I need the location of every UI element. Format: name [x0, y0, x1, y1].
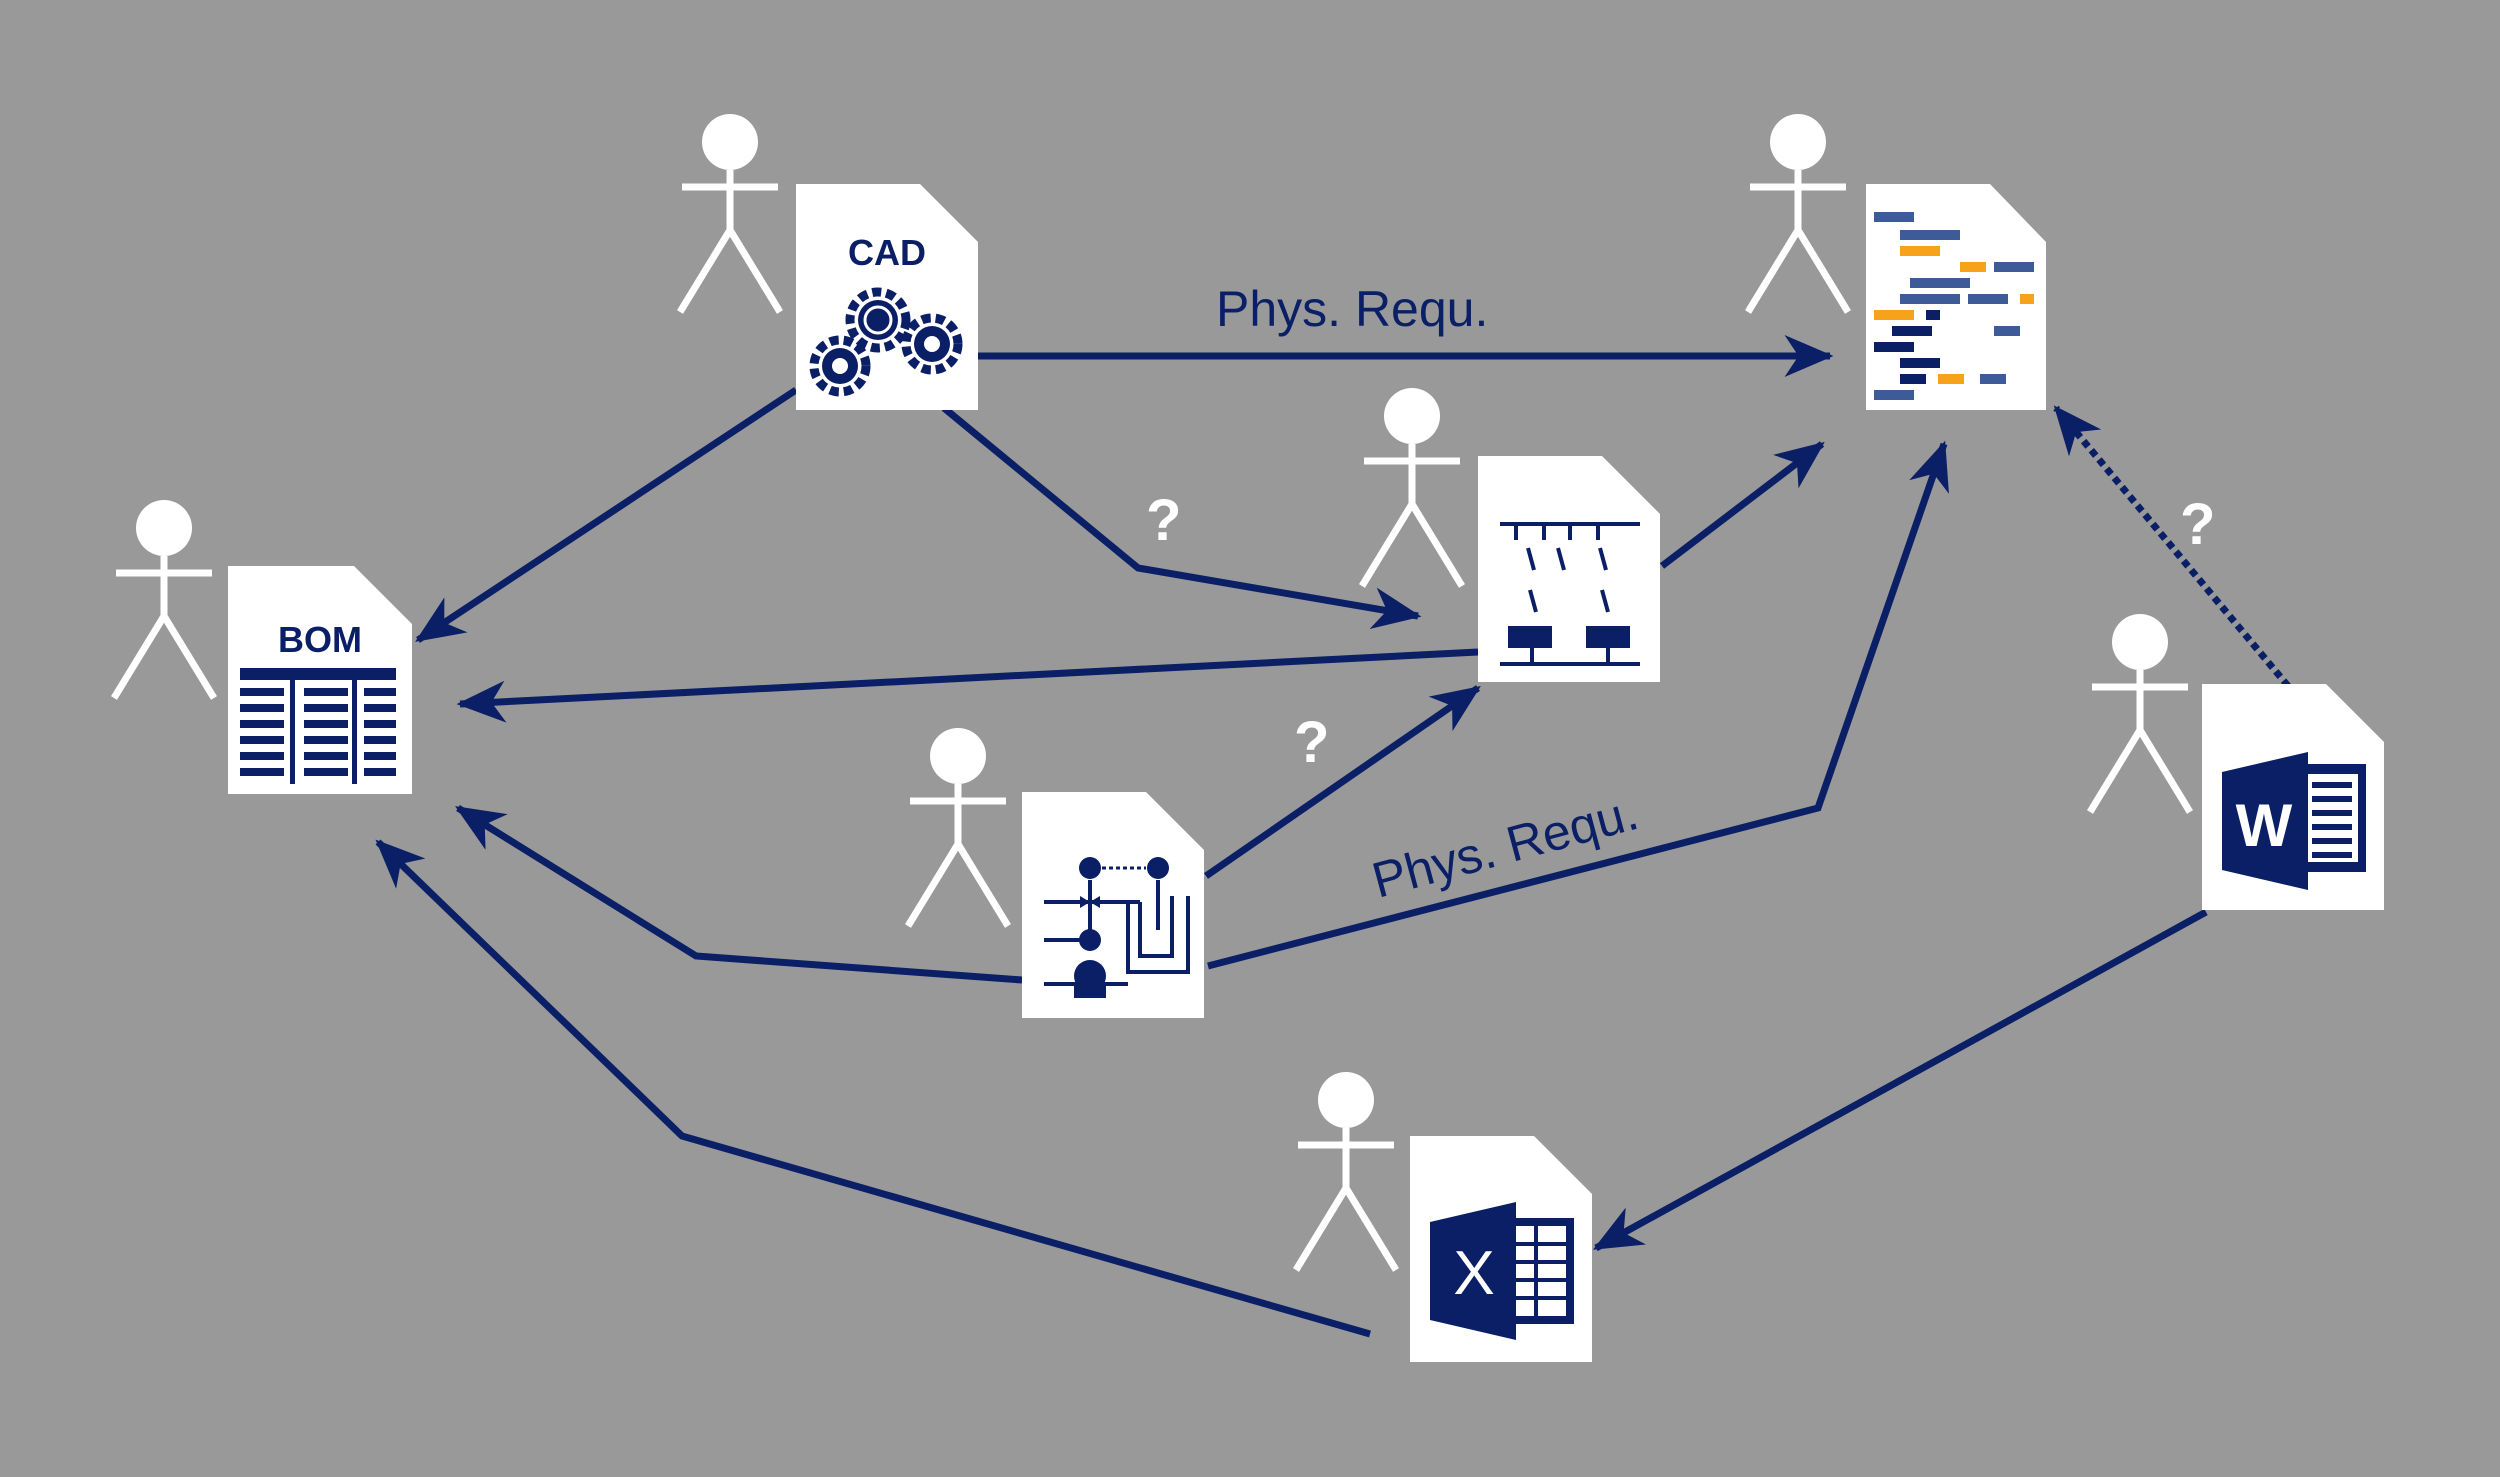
edge-label-process-electrical: ?: [1294, 710, 1329, 775]
excel-letter: X: [1453, 1239, 1494, 1308]
edge-cad-to-bom: [415, 387, 798, 643]
edge-process-to-electrical: [1204, 685, 1481, 879]
edge-word-to-requirements: [2053, 405, 2291, 689]
edge-word-to-excel: [1592, 908, 2208, 1252]
gears-icon: [809, 287, 963, 397]
requirements-document[interactable]: [1866, 184, 2046, 410]
edge-cad-to-electrical: [941, 405, 1422, 630]
word-letter: W: [2236, 792, 2293, 859]
person-icon-word: [2090, 614, 2190, 812]
edge-process-to-bom: [455, 805, 1023, 984]
person-icon-excel: [1296, 1072, 1396, 1270]
word-icon: W: [2222, 752, 2366, 890]
edge-electrical-to-bom: [456, 648, 1479, 723]
person-icon-process: [908, 728, 1008, 926]
person-icon-requirements: [1748, 114, 1848, 312]
person-icon-electrical: [1362, 388, 1462, 586]
cad-label: CAD: [848, 232, 926, 273]
edge-excel-to-bom: [375, 839, 1371, 1338]
edge-label-cad-requirements: Phys. Requ.: [1216, 281, 1488, 337]
excel-document[interactable]: X: [1410, 1136, 1592, 1362]
process-document[interactable]: [1022, 792, 1204, 1018]
bom-document[interactable]: BOM: [228, 566, 412, 794]
excel-icon: X: [1430, 1202, 1574, 1340]
edge-label-word-requirements: ?: [2180, 492, 2215, 557]
electrical-document[interactable]: [1478, 456, 1660, 682]
edge-label-cad-electrical: ?: [1146, 488, 1181, 553]
word-document[interactable]: W: [2202, 684, 2384, 910]
table-icon: [240, 668, 396, 784]
edges: [375, 335, 2291, 1338]
code-lines-icon: [1874, 212, 2034, 400]
edge-process-to-requirements: [1207, 440, 1949, 970]
bom-label: BOM: [278, 619, 362, 660]
person-icon-bom: [114, 500, 214, 698]
person-icon-cad: [680, 114, 780, 312]
cad-document[interactable]: CAD: [796, 184, 978, 410]
pid-schematic-icon: [1044, 857, 1190, 998]
circuit-schematic-icon: [1500, 522, 1640, 666]
edge-electrical-to-requirements: [1659, 441, 1825, 569]
